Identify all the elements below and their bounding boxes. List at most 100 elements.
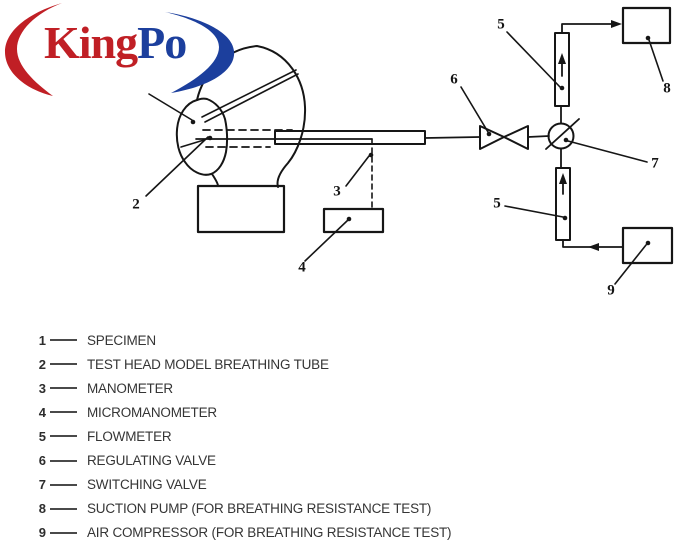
legend-label: TEST HEAD MODEL BREATHING TUBE (87, 356, 329, 372)
logo-red-swoosh (5, 3, 62, 96)
legend-num: 3 (38, 380, 46, 396)
valve-right-triangle (503, 125, 529, 150)
legend-num: 4 (38, 404, 46, 420)
legend-dash-line (50, 507, 77, 510)
switching-valve (527, 118, 648, 163)
leader-line-9 (614, 244, 647, 285)
legend-label: SPECIMEN (87, 332, 156, 348)
legend-row-manometer: 3 MANOMETER (30, 376, 451, 400)
legend-row-test-head: 2 TEST HEAD MODEL BREATHING TUBE (30, 352, 451, 376)
compressor-to-flowmeter-line (562, 239, 624, 248)
legend-num: 5 (38, 428, 46, 444)
diagram-label-2: 2 (132, 196, 140, 213)
legend-label: MICROMANOMETER (87, 404, 217, 420)
flow-arrow-to-pump (611, 20, 622, 28)
legend-label: SUCTION PUMP (FOR BREATHING RESISTANCE T… (87, 501, 432, 517)
logo-text-king: King (44, 17, 138, 68)
leader-dot-5-bottom (562, 215, 568, 221)
switching-valve-diagonal (545, 118, 580, 150)
air-compressor-box (621, 226, 674, 265)
flowmeter-top-arrow-head (558, 53, 566, 64)
mask-valve-line (180, 139, 205, 148)
legend-dash-line (50, 339, 77, 342)
leader-line-5-bottom (504, 205, 564, 218)
legend-row-regulating-valve: 6 REGULATING VALVE (30, 448, 451, 472)
legend-num: 7 (38, 477, 46, 493)
leader-line-4 (304, 219, 349, 262)
breathing-tube (195, 129, 481, 148)
legend-label: AIR COMPRESSOR (FOR BREATHING RESISTANCE… (87, 525, 452, 541)
leader-lines-head (145, 93, 213, 197)
flowmeter-to-pump-line (561, 23, 617, 34)
leader-dot-5-top (559, 85, 565, 91)
legend-dash-line (50, 435, 77, 438)
leader-dot-7 (563, 137, 569, 143)
legend-num: 2 (38, 356, 46, 372)
legend-num: 6 (38, 453, 46, 469)
upper-branch (506, 6, 672, 125)
specimen-mask-outline (175, 97, 229, 176)
legend-num: 9 (38, 525, 46, 541)
leader-dot-1 (190, 119, 196, 125)
leader-line-5-top (506, 31, 561, 88)
legend: 1 SPECIMEN 2 TEST HEAD MODEL BREATHING T… (30, 328, 452, 542)
legend-label: SWITCHING VALVE (87, 477, 207, 493)
micromanometer-box (322, 207, 385, 234)
tube-to-valve-line (424, 136, 481, 139)
legend-dash-line (50, 531, 77, 534)
kingpo-logo: KingPo (0, 0, 245, 102)
diagram-label-3: 3 (333, 183, 341, 200)
diagram-label-5-bottom: 5 (493, 195, 501, 212)
legend-num: 8 (38, 501, 46, 517)
test-head-model (175, 45, 307, 234)
leader-line-3 (345, 155, 370, 187)
legend-dash-line (50, 387, 77, 390)
leader-dot-8 (645, 35, 651, 41)
diagram-label-7: 7 (651, 155, 659, 172)
leader-dot-6 (486, 131, 492, 137)
legend-row-flowmeter: 5 FLOWMETER (30, 424, 451, 448)
legend-label: MANOMETER (87, 380, 173, 396)
logo-wordmark: KingPo (44, 17, 187, 68)
mask-strap-line-2 (204, 73, 299, 123)
legend-num: 1 (38, 332, 46, 348)
diagram-label-4: 4 (298, 259, 306, 276)
leader-line-7 (567, 140, 648, 163)
leader-line-8 (648, 39, 664, 82)
legend-row-air-compressor: 9 AIR COMPRESSOR (FOR BREATHING RESISTAN… (30, 521, 452, 542)
legend-dash-line (50, 363, 77, 366)
mask-strap-line-1 (201, 69, 297, 118)
flowmeter-bottom-arrow-head (559, 173, 567, 184)
legend-row-specimen: 1 SPECIMEN (30, 328, 451, 352)
diagram-label-5-top: 5 (497, 16, 505, 33)
legend-dash-line (50, 459, 77, 462)
legend-label: FLOWMETER (87, 428, 172, 444)
regulating-valve (460, 86, 529, 150)
leader-line-6 (460, 86, 489, 133)
legend-row-switching-valve: 7 SWITCHING VALVE (30, 473, 451, 497)
logo-swoosh-graphic (5, 3, 235, 96)
logo-blue-swoosh (165, 12, 235, 93)
suction-pump-box (621, 6, 672, 45)
legend-label: REGULATING VALVE (87, 453, 216, 469)
leader-line-1 (148, 93, 193, 121)
leader-dot-3 (368, 152, 374, 158)
leader-line-2 (145, 136, 209, 197)
legend-row-micromanometer: 4 MICROMANOMETER (30, 400, 451, 424)
lower-branch (504, 147, 674, 285)
legend-row-suction-pump: 8 SUCTION PUMP (FOR BREATHING RESISTANCE… (30, 497, 451, 521)
valve-to-switch-line (527, 135, 550, 138)
diagram-label-9: 9 (607, 282, 615, 299)
diagram-label-8: 8 (663, 80, 671, 97)
tube-body (274, 130, 426, 145)
head-stand-base (196, 184, 286, 234)
manometer-branch (304, 138, 385, 262)
head-neck-left (211, 173, 219, 187)
diagram-label-6: 6 (450, 71, 458, 88)
flow-arrow-from-compressor (588, 243, 599, 251)
logo-text-po: Po (137, 17, 187, 68)
legend-dash-line (50, 411, 77, 414)
valve-left-triangle (479, 125, 505, 150)
